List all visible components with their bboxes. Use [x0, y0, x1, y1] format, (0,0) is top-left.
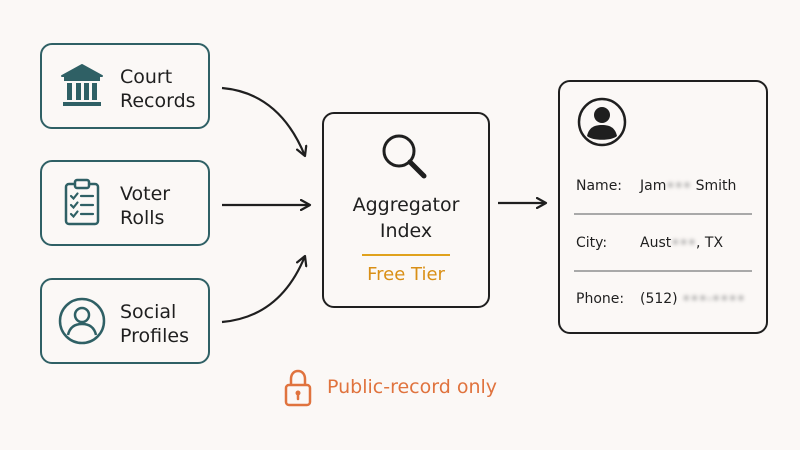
- field-label: Phone:: [576, 291, 625, 307]
- field-label: City:: [576, 235, 608, 251]
- redacted-text: •••: [666, 178, 692, 194]
- source-label: Social Profiles: [120, 301, 189, 347]
- profile-card: Name: Jam••• Smith City: Aust•••, TX Pho…: [558, 80, 768, 334]
- user-circle-icon: [58, 297, 106, 345]
- aggregator-title: Aggregator Index: [352, 194, 460, 242]
- source-social-profiles: Social Profiles: [40, 278, 210, 364]
- footer-text: Public-record only: [327, 376, 498, 398]
- source-voter-rolls: Voter Rolls: [40, 160, 210, 246]
- field-value: Aust•••, TX: [640, 235, 724, 251]
- tier-divider: [362, 254, 450, 256]
- aggregator-index-box: Aggregator Index Free Tier: [322, 112, 490, 308]
- source-court-records: Court Records: [40, 43, 210, 129]
- arrow-court-to-aggregator: [221, 86, 305, 156]
- padlock-icon: [284, 369, 312, 407]
- row-divider: [574, 213, 752, 215]
- courthouse-icon: [61, 64, 103, 106]
- tier-label: Free Tier: [367, 264, 445, 285]
- magnifier-icon: [382, 134, 427, 179]
- redacted-text: •••-••••: [682, 291, 745, 307]
- arrow-social-to-aggregator: [221, 256, 305, 324]
- field-value: (512) •••-••••: [640, 291, 745, 307]
- field-label: Name:: [576, 178, 623, 194]
- source-label: Court Records: [120, 66, 196, 112]
- avatar-icon: [577, 97, 627, 147]
- row-divider: [574, 270, 752, 272]
- redacted-text: •••: [671, 235, 697, 251]
- source-label: Voter Rolls: [120, 183, 171, 229]
- field-value: Jam••• Smith: [640, 178, 737, 194]
- clipboard-checklist-icon: [64, 178, 100, 226]
